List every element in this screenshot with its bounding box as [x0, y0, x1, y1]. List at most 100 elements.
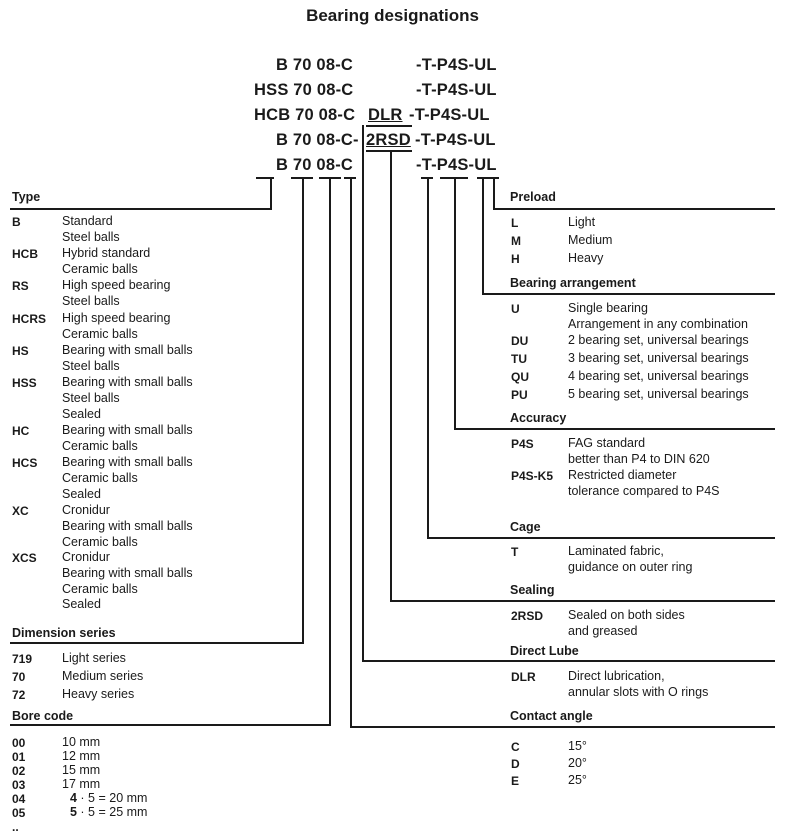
type-desc-hcrs-2: Ceramic balls: [62, 327, 138, 341]
direct-lube-code-dlr: DLR: [511, 670, 536, 684]
arrangement-desc-pu: 5 bearing set, universal bearings: [568, 387, 749, 401]
bore-code-02: 02: [12, 764, 26, 778]
leader-dlr-v: [362, 125, 364, 662]
bore-num-04: 4: [70, 791, 77, 805]
bracket-2rsd: [366, 150, 412, 152]
dlr-header-rule: [362, 660, 775, 662]
designation-5-suffix: -T-P4S-UL: [416, 156, 497, 174]
type-desc-hss-1: Bearing with small balls: [62, 375, 193, 389]
designation-3-suffix: -T-P4S-UL: [409, 106, 490, 124]
type-desc-hs-2: Steel balls: [62, 359, 120, 373]
designation-1-suffix: -T-P4S-UL: [416, 56, 497, 74]
bore-code-00: 00: [12, 736, 26, 750]
type-code-hcb: HCB: [12, 247, 38, 261]
dimension-header-rule: [10, 642, 304, 644]
type-code-hcrs: HCRS: [12, 312, 47, 326]
type-desc-hcs-2: Ceramic balls: [62, 471, 138, 485]
preload-code-l: L: [511, 216, 519, 230]
preload-code-m: M: [511, 234, 521, 248]
bore-code-more: ..: [12, 820, 19, 834]
contact-code-c: C: [511, 740, 520, 754]
contact-header-rule: [350, 726, 775, 728]
arrangement-desc-du: 2 bearing set, universal bearings: [568, 333, 749, 347]
sealing-desc-2rsd-1: Sealed on both sides: [568, 608, 685, 622]
contact-desc-d: 20°: [568, 756, 587, 770]
type-code-hss: HSS: [12, 376, 37, 390]
bore-code-04: 04: [12, 792, 26, 806]
bore-desc-03: 17 mm: [62, 777, 101, 791]
bore-calc-05: · 5 = 25 mm: [76, 805, 148, 819]
dimension-desc-72: Heavy series: [62, 687, 135, 701]
designation-3-prefix: HCB 70 08-C: [254, 106, 356, 124]
arrangement-header: Bearing arrangement: [510, 276, 636, 290]
arrangement-code-tu: TU: [511, 352, 527, 366]
arrangement-code-du: DU: [511, 334, 529, 348]
type-desc-hcs-1: Bearing with small balls: [62, 455, 193, 469]
leader-arrangement-v: [482, 177, 484, 295]
leader-bore-v: [329, 177, 331, 726]
arrangement-code-u: U: [511, 302, 520, 316]
accuracy-desc-p4s-1: FAG standard: [568, 436, 646, 450]
designation-2-suffix: -T-P4S-UL: [416, 81, 497, 99]
contact-header: Contact angle: [510, 709, 593, 723]
type-desc-hcb-1: Hybrid standard: [62, 246, 151, 260]
type-code-hc: HC: [12, 424, 30, 438]
type-code-hs: HS: [12, 344, 29, 358]
direct-lube-desc-dlr-2: annular slots with O rings: [568, 685, 709, 699]
bore-code-03: 03: [12, 778, 26, 792]
sealing-code-2rsd: 2RSD: [511, 609, 544, 623]
type-desc-rs-1: High speed bearing: [62, 278, 171, 292]
contact-code-d: D: [511, 757, 520, 771]
dimension-desc-719: Light series: [62, 651, 126, 665]
sealing-header: Sealing: [510, 583, 555, 597]
leader-contact-v: [350, 177, 352, 728]
type-desc-b-1: Standard: [62, 214, 113, 228]
arrangement-desc-u-1: Single bearing: [568, 301, 648, 315]
type-desc-hc-2: Ceramic balls: [62, 439, 138, 453]
dimension-code-719: 719: [12, 652, 33, 666]
arrangement-code-pu: PU: [511, 388, 528, 402]
bore-desc-05: 5 · 5 = 25 mm: [70, 805, 147, 821]
bore-header: Bore code: [12, 709, 74, 723]
leader-type-v: [270, 177, 272, 210]
cage-header-rule: [427, 537, 775, 539]
type-desc-hss-3: Sealed: [62, 407, 101, 421]
accuracy-header: Accuracy: [510, 411, 567, 425]
designation-4-suffix: -T-P4S-UL: [415, 131, 496, 149]
dimension-header: Dimension series: [12, 626, 116, 640]
designation-5-prefix: B 70 08-C: [276, 156, 354, 174]
type-desc-b-2: Steel balls: [62, 230, 120, 244]
type-desc-hc-1: Bearing with small balls: [62, 423, 193, 437]
dimension-desc-70: Medium series: [62, 669, 144, 683]
type-desc-xc-2: Bearing with small balls: [62, 519, 193, 533]
accuracy-desc-p4s-k5-2: tolerance compared to P4S: [568, 484, 720, 498]
bore-header-rule: [10, 724, 331, 726]
accuracy-desc-p4s-2: better than P4 to DIN 620: [568, 452, 710, 466]
type-desc-xc-1: Cronidur: [62, 503, 110, 517]
designation-3-dlr: DLR: [368, 106, 403, 124]
type-desc-rs-2: Steel balls: [62, 294, 120, 308]
type-desc-hcrs-1: High speed bearing: [62, 311, 171, 325]
type-desc-xcs-3: Ceramic balls: [62, 582, 138, 596]
type-desc-hcs-3: Sealed: [62, 487, 101, 501]
designation-4-2rsd: 2RSD: [366, 131, 411, 149]
preload-desc-m: Medium: [568, 233, 613, 247]
bore-desc-04: 4 · 5 = 20 mm: [70, 791, 147, 807]
accuracy-desc-p4s-k5-1: Restricted diameter: [568, 468, 677, 482]
direct-lube-header: Direct Lube: [510, 644, 579, 658]
arrangement-code-qu: QU: [511, 370, 529, 384]
type-desc-xcs-2: Bearing with small balls: [62, 566, 193, 580]
dimension-code-70: 70: [12, 670, 26, 684]
arrangement-header-rule: [482, 293, 775, 295]
bore-num-05: 5: [70, 805, 77, 819]
type-code-xc: XC: [12, 504, 29, 518]
cage-desc-t-2: guidance on outer ring: [568, 560, 693, 574]
accuracy-code-p4s: P4S: [511, 437, 534, 451]
type-code-b: B: [12, 215, 21, 229]
bore-code-05: 05: [12, 806, 26, 820]
type-desc-hs-1: Bearing with small balls: [62, 343, 193, 357]
contact-code-e: E: [511, 774, 520, 788]
diagram-title: Bearing designations: [306, 6, 479, 25]
dimension-code-72: 72: [12, 688, 26, 702]
preload-header-rule: [493, 208, 775, 210]
